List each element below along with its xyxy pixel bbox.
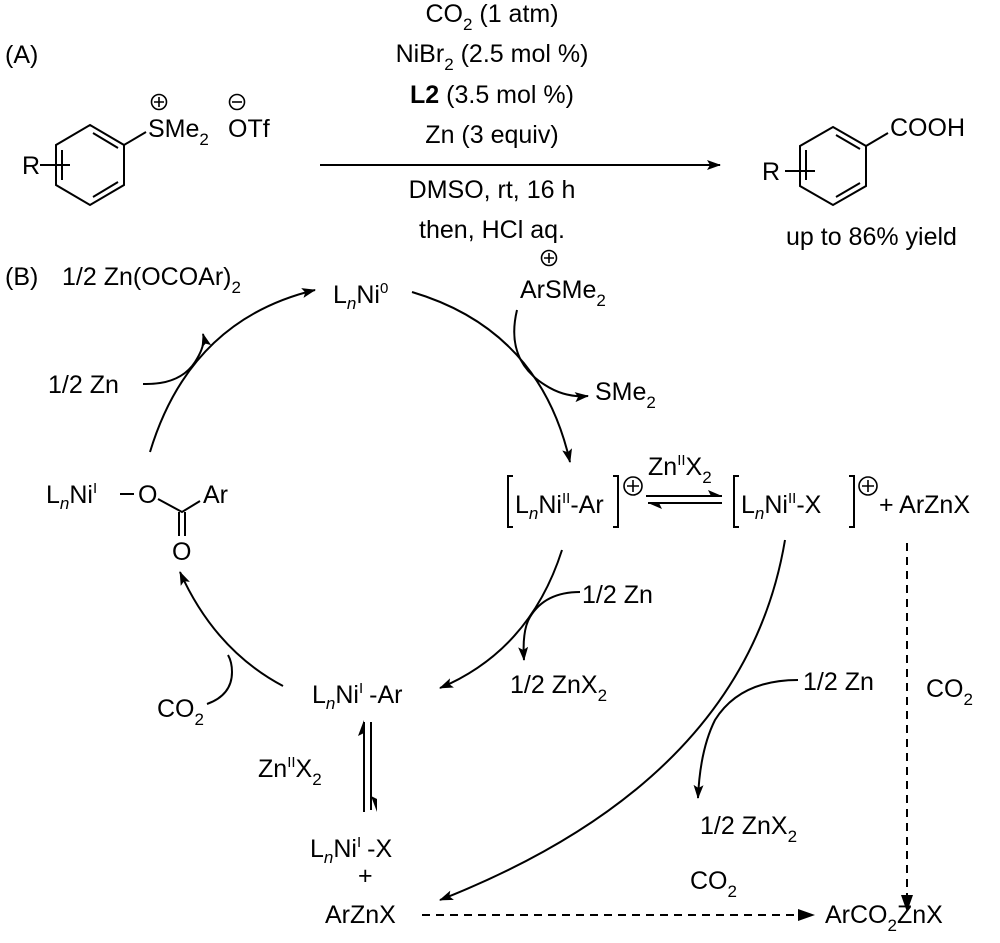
half-znx2-right: 1/2 ZnX2 <box>700 812 797 846</box>
panel-b-label: (B) <box>5 263 38 291</box>
arrow-reduction-to-ni0 <box>149 288 316 453</box>
dashed-arrowhead-bottom <box>798 909 815 921</box>
condition-solvent: DMSO, rt, 16 h <box>409 176 576 204</box>
arrow-co2-insertion <box>179 571 284 687</box>
equilibrium-arrows-vertical <box>358 720 377 812</box>
co2-bottom: CO2 <box>690 867 737 901</box>
sme2-leaving: SMe2 <box>595 378 656 412</box>
bracket-right <box>613 475 619 528</box>
arrow-reduction-to-ni1-aryl <box>439 549 563 689</box>
condition-ligand: L2 (3.5 mol %) <box>410 81 574 109</box>
ni1-carboxylate-complex: LnNiI <box>46 480 97 513</box>
svg-text:LnNiII-X: LnNiII-X <box>741 490 822 523</box>
arrow-co2-in <box>206 654 234 705</box>
ni2-halide-complex: LnNiII-X <box>733 475 878 528</box>
znx2-equilibrium-reagent-vertical: ZnIIX2 <box>258 754 322 789</box>
equilibrium-arrows-horizontal <box>646 490 722 509</box>
arrow-sulfonium-in-sme2-out <box>513 309 589 403</box>
carboxylate-ar: Ar <box>203 481 228 509</box>
zinc-carboxylate-product: ArCO2ZnX <box>825 901 943 935</box>
reactant-r: R <box>22 152 40 180</box>
product-cooh: COOH <box>890 114 965 142</box>
dashed-arrowhead-right <box>901 895 913 912</box>
half-zn-reductant-top: 1/2 Zn <box>48 371 119 399</box>
product-benzene-ring <box>785 125 889 207</box>
condition-nibr2: NiBr2 (2.5 mol %) <box>396 40 589 74</box>
carbonyl-double-bond <box>178 512 186 536</box>
product-yield: up to 86% yield <box>786 223 957 251</box>
triflate-label: OTf <box>228 115 270 143</box>
arylzinc-bottom: ArZnX <box>325 901 396 929</box>
triflate-anion-charge <box>228 93 246 111</box>
zn-carboxylate-byproduct: 1/2 Zn(OCOAr)2 <box>62 263 241 297</box>
ar-sulfonium-charge <box>540 249 558 267</box>
ni1-aryl-complex: LnNiI-Ar <box>312 680 402 713</box>
half-znx2-mid: 1/2 ZnX2 <box>510 671 607 705</box>
half-zn-reductant-right: 1/2 Zn <box>803 668 874 696</box>
plus-arylzinc: + ArZnX <box>879 491 970 519</box>
ni2-aryl-complex: LnNiII-Ar <box>507 475 643 528</box>
svg-text:LnNiII-Ar: LnNiII-Ar <box>515 490 604 523</box>
co2-right: CO2 <box>926 675 973 709</box>
condition-zn: Zn (3 equiv) <box>425 121 558 149</box>
plus-sign: + <box>358 862 373 890</box>
znx2-equilibrium-reagent: ZnIIX2 <box>648 452 712 487</box>
carbonyl-o: O <box>172 538 191 566</box>
sulfonium-cation-charge <box>150 93 168 111</box>
ar-sulfonium: ArSMe2 <box>520 276 606 310</box>
carboxylate-o: O <box>138 481 157 509</box>
reactant-benzene-ring <box>40 123 147 207</box>
bracket-left <box>507 475 513 528</box>
arrow-zn-to-znx2-mid <box>518 591 581 661</box>
arrow-zn-byproduct <box>142 333 212 386</box>
condition-co2: CO2 (1 atm) <box>425 0 558 34</box>
arrow-zn-to-znx2-right <box>693 679 799 799</box>
sulfonium-label: SMe2 <box>148 115 209 149</box>
panel-a-label: (A) <box>5 41 38 69</box>
product-r: R <box>762 158 780 186</box>
arrow-ni2x-to-arznx <box>439 539 786 901</box>
condition-workup: then, HCl aq. <box>419 216 565 244</box>
half-zn-reductant-mid: 1/2 Zn <box>582 581 653 609</box>
carboxylate-bonds <box>157 498 201 514</box>
ni0-complex: LnNi0 <box>333 280 388 313</box>
co2-insertion: CO2 <box>157 695 204 729</box>
c-s-bond <box>123 131 147 146</box>
ni1-halide-complex: LnNiI-X <box>310 834 392 867</box>
arrow-oxidative-addition <box>411 291 572 463</box>
